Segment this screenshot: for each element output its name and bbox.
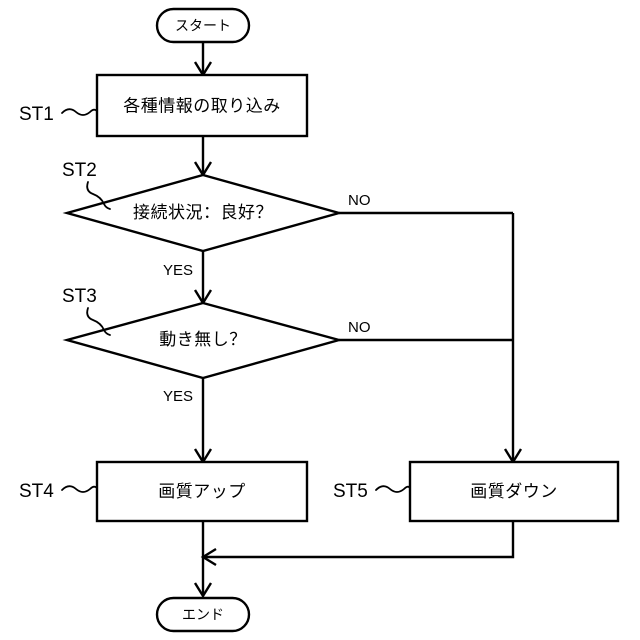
node-st2-label: 接続状況：良好？ (133, 203, 273, 223)
node-end[interactable]: エンド (155, 596, 251, 633)
node-st4[interactable]: 画質アップ (95, 460, 309, 523)
callout-st1-label: ST1 (19, 104, 54, 125)
node-end-label: エンド (182, 608, 224, 624)
branch-label-yes-top: YES (163, 262, 193, 279)
edge-st1-to-st2 (193, 136, 213, 178)
callout-st2-label: ST2 (62, 160, 97, 181)
node-start[interactable]: スタート (155, 7, 251, 44)
node-start-label: スタート (175, 19, 231, 35)
callout-st4-label: ST4 (19, 481, 54, 502)
edge-st5-to-end (200, 521, 515, 567)
edge-st2-yes-to-st3 (193, 251, 213, 306)
node-st4-label: 画質アップ (158, 482, 246, 502)
node-st5[interactable]: 画質ダウン (408, 460, 620, 523)
branch-label-yes-bottom: YES (163, 388, 193, 405)
callout-st3-label: ST3 (62, 286, 97, 307)
node-st5-label: 画質ダウン (470, 482, 558, 502)
node-st1-label: 各種情報の取り込み (123, 97, 281, 117)
node-st3-label: 動き無し？ (159, 330, 247, 350)
edge-start-to-st1 (193, 42, 213, 78)
branch-label-no-bottom: NO (348, 319, 371, 336)
callout-st3: ST3 (62, 286, 111, 336)
branch-label-no-top: NO (348, 192, 371, 209)
callout-st5: ST5 (333, 481, 411, 502)
edge-st4-to-end (193, 521, 213, 599)
node-st2[interactable]: 接続状況：良好？ (62, 173, 344, 253)
callout-st4: ST4 (19, 481, 98, 502)
node-st3[interactable]: 動き無し？ (62, 301, 344, 380)
edge-st3-yes-to-st4 (193, 379, 213, 465)
callout-st1: ST1 (19, 104, 98, 125)
node-st1[interactable]: 各種情報の取り込み (95, 73, 309, 138)
callout-st2: ST2 (62, 160, 111, 210)
edge-bus-to-st5 (503, 213, 523, 465)
callout-st5-label: ST5 (333, 481, 368, 502)
